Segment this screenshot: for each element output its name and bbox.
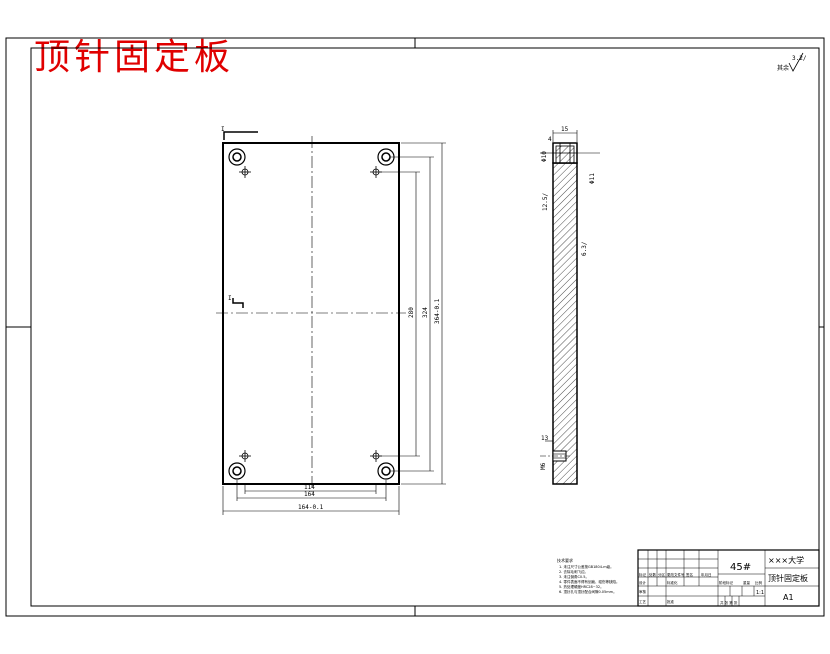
svg-text:阶段标记: 阶段标记 (719, 580, 733, 585)
title-block: 标记 处数 分区 更改文件号 签名 年月日 设计 审核 工艺 标准化 批准 阶段… (637, 549, 820, 607)
svg-text:280: 280 (408, 307, 415, 318)
svg-text:工艺: 工艺 (639, 599, 647, 604)
dim-cb-left: Φ10 (541, 151, 548, 162)
roughness-value: 3.2/ (792, 55, 807, 62)
dim-width-inner: 114 (244, 484, 377, 494)
note-line: 5. 热处理硬度HRC28~32。 (559, 584, 604, 589)
part-name: 顶针固定板 (768, 573, 808, 583)
dim-width-mid: 164 (236, 480, 387, 501)
section-marker-top: I (221, 126, 258, 140)
roughness-mid: 6.3/ (581, 241, 588, 256)
dim-height-overall: 364-0.1 (401, 142, 446, 485)
roughness-left: 12.5/ (542, 193, 549, 211)
svg-text:分区: 分区 (658, 572, 666, 577)
dim-width-overall: 164-0.1 (222, 486, 400, 515)
front-view: I I 114 164 164-0.1 280 (216, 126, 446, 515)
svg-text:标准化: 标准化 (667, 580, 678, 585)
dim-bottom-b: M6 (540, 462, 547, 470)
scale-value: 1:1 (756, 590, 764, 596)
counterbore-hole (228, 148, 246, 166)
small-hole (239, 166, 251, 178)
svg-text:审核: 审核 (639, 589, 647, 594)
dim-top-a: 15 (561, 126, 569, 133)
svg-text:设计: 设计 (639, 580, 647, 585)
inner-frame (30, 47, 820, 607)
side-view: 15 4 Φ10 Φ11 12.5/ 6.3/ 13 M6 (540, 126, 600, 485)
material-value: 45# (730, 562, 751, 573)
svg-text:324: 324 (422, 307, 429, 318)
svg-text:114: 114 (304, 484, 315, 491)
dim-height-inner: 280 (380, 171, 420, 457)
note-line: 6. 顶针孔与顶针配合间隙0.05mm。 (559, 589, 617, 594)
note-line: 3. 未注倒角C0.5。 (559, 574, 589, 579)
svg-text:I: I (228, 295, 232, 302)
centering-marks (6, 38, 824, 616)
svg-text:批准: 批准 (667, 599, 675, 604)
svg-text:I: I (221, 126, 225, 133)
outer-frame (5, 37, 825, 617)
note-line: 1. 未注尺寸公差按GB1804-m级。 (559, 564, 614, 569)
dim-bottom-a: 13 (541, 435, 549, 442)
plate-outline (222, 142, 400, 485)
section-marker-mid: I (228, 295, 244, 308)
small-hole (239, 450, 251, 462)
svg-text:重量: 重量 (743, 580, 751, 585)
school-name: ×××大学 (768, 555, 804, 565)
note-line: 4. 零件表面不得有划痕、碰伤等缺陷。 (559, 579, 619, 584)
dim-height-mid: 324 (390, 156, 434, 472)
svg-text:处数: 处数 (649, 572, 657, 577)
drawing-title: 顶针固定板 (34, 37, 235, 78)
technical-notes: 技术要求 1. 未注尺寸公差按GB1804-m级。 2. 去除毛刺飞边。 3. … (557, 557, 619, 594)
section-body (552, 162, 578, 485)
svg-text:164-0.1: 164-0.1 (298, 504, 324, 511)
drawing-number: A1 (783, 593, 794, 602)
svg-text:其余: 其余 (777, 64, 789, 72)
note-line: 2. 去除毛刺飞边。 (559, 569, 588, 574)
svg-text:共 张 第 张: 共 张 第 张 (720, 600, 738, 605)
notes-heading: 技术要求 (557, 557, 573, 563)
counterbore-hole (228, 462, 246, 480)
roughness-symbol: 其余 3.2/ (777, 52, 807, 72)
svg-text:更改文件号: 更改文件号 (667, 572, 685, 577)
svg-text:签名: 签名 (686, 572, 693, 577)
svg-text:标记: 标记 (639, 572, 647, 577)
svg-text:比例: 比例 (755, 580, 763, 585)
svg-text:年月日: 年月日 (701, 572, 712, 577)
svg-text:364-0.1: 364-0.1 (434, 298, 441, 324)
dim-cb-right: Φ11 (589, 173, 596, 184)
dim-top-b: 4 (548, 136, 552, 143)
svg-text:164: 164 (304, 491, 315, 498)
